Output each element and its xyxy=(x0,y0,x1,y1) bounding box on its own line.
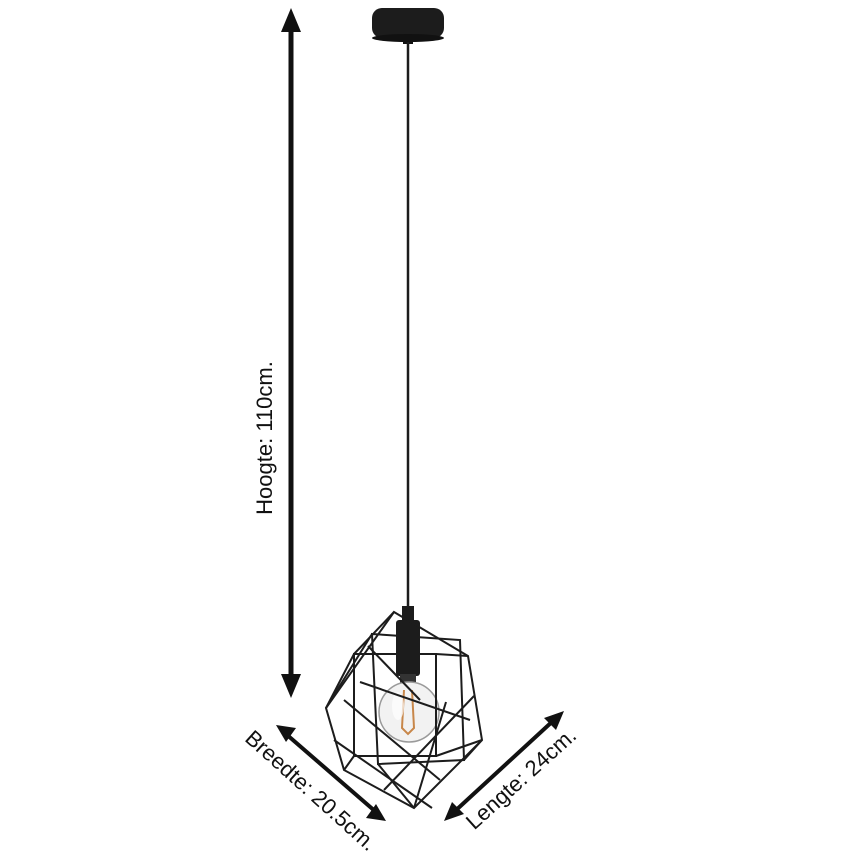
height-label: Hoogte: 110cm. xyxy=(252,361,277,515)
width-label: Breedte: 20.5cm. xyxy=(240,725,381,856)
wire-cage-shade xyxy=(324,610,484,810)
width-dimension-arrow xyxy=(276,725,386,821)
lamp-socket xyxy=(396,606,420,676)
length-dimension-arrow xyxy=(444,711,564,821)
ceiling-canopy xyxy=(372,8,444,44)
light-bulb xyxy=(378,674,440,743)
height-dimension-arrow xyxy=(281,8,301,698)
length-label: Lengte: 24cm. xyxy=(461,722,581,834)
